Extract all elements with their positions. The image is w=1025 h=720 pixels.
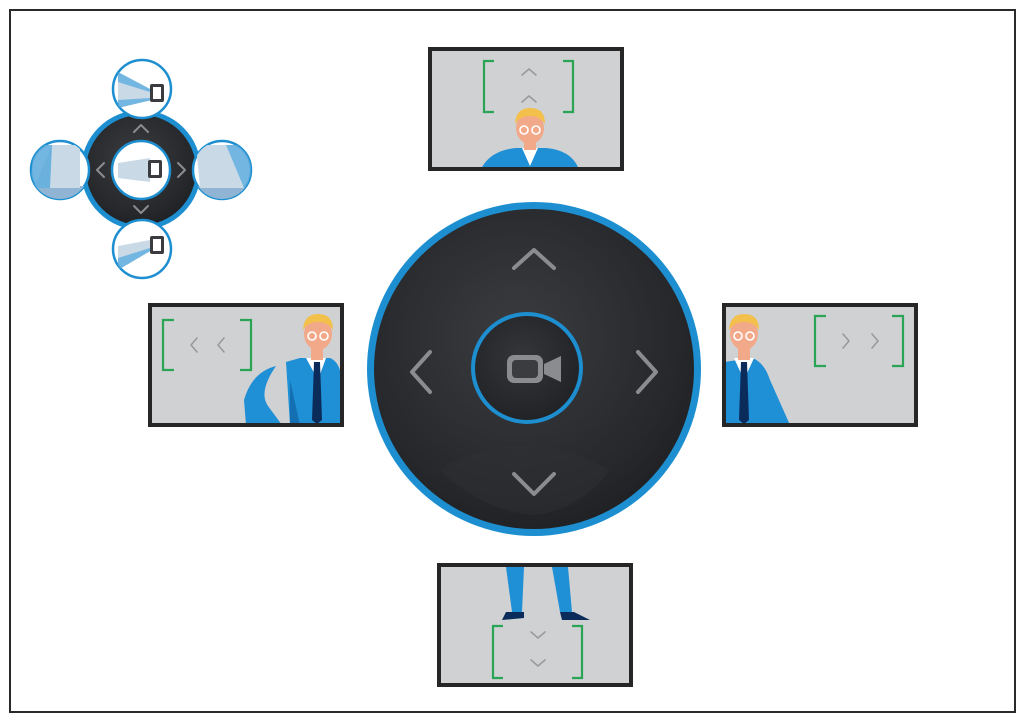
pan-tilt-right-button[interactable] — [636, 350, 658, 394]
frame-bracket-right — [563, 59, 575, 114]
mini-bubble-right — [191, 139, 253, 201]
mini-chevron-down-icon — [133, 205, 149, 214]
preview-panel-pan-right — [722, 303, 918, 427]
chevron-left-icon — [190, 337, 198, 353]
chevron-left-icon — [217, 337, 225, 353]
mini-bubble-up — [111, 58, 173, 120]
chevron-down-icon — [530, 659, 546, 667]
frame-bracket-right — [240, 318, 253, 372]
mini-chevron-up-icon — [133, 124, 149, 133]
preview-panel-tilt-up — [428, 47, 624, 171]
pan-tilt-left-button[interactable] — [410, 350, 432, 394]
preview-panel-pan-left — [148, 303, 344, 427]
mini-chevron-left-icon — [96, 162, 105, 178]
pan-tilt-down-button[interactable] — [512, 472, 556, 496]
chevron-down-icon — [530, 631, 546, 639]
frame-bracket-right — [572, 624, 584, 680]
frame-bracket-left — [813, 314, 826, 368]
preview-panel-tilt-down — [437, 563, 633, 687]
pan-tilt-up-button[interactable] — [512, 248, 556, 270]
mini-bubble-left — [29, 139, 91, 201]
frame-bracket-right — [892, 314, 905, 368]
chevron-up-icon — [521, 68, 537, 76]
mini-bubble-down — [111, 218, 173, 280]
mini-chevron-right-icon — [177, 162, 186, 178]
center-camera-button[interactable] — [471, 312, 583, 424]
chevron-up-icon — [521, 95, 537, 103]
frame-bracket-left — [482, 59, 494, 114]
video-camera-icon — [507, 355, 561, 383]
frame-bracket-left — [161, 318, 174, 372]
chevron-right-icon — [871, 333, 879, 349]
frame-bracket-left — [491, 624, 503, 680]
chevron-right-icon — [842, 333, 850, 349]
mini-bubble-center — [110, 139, 172, 201]
